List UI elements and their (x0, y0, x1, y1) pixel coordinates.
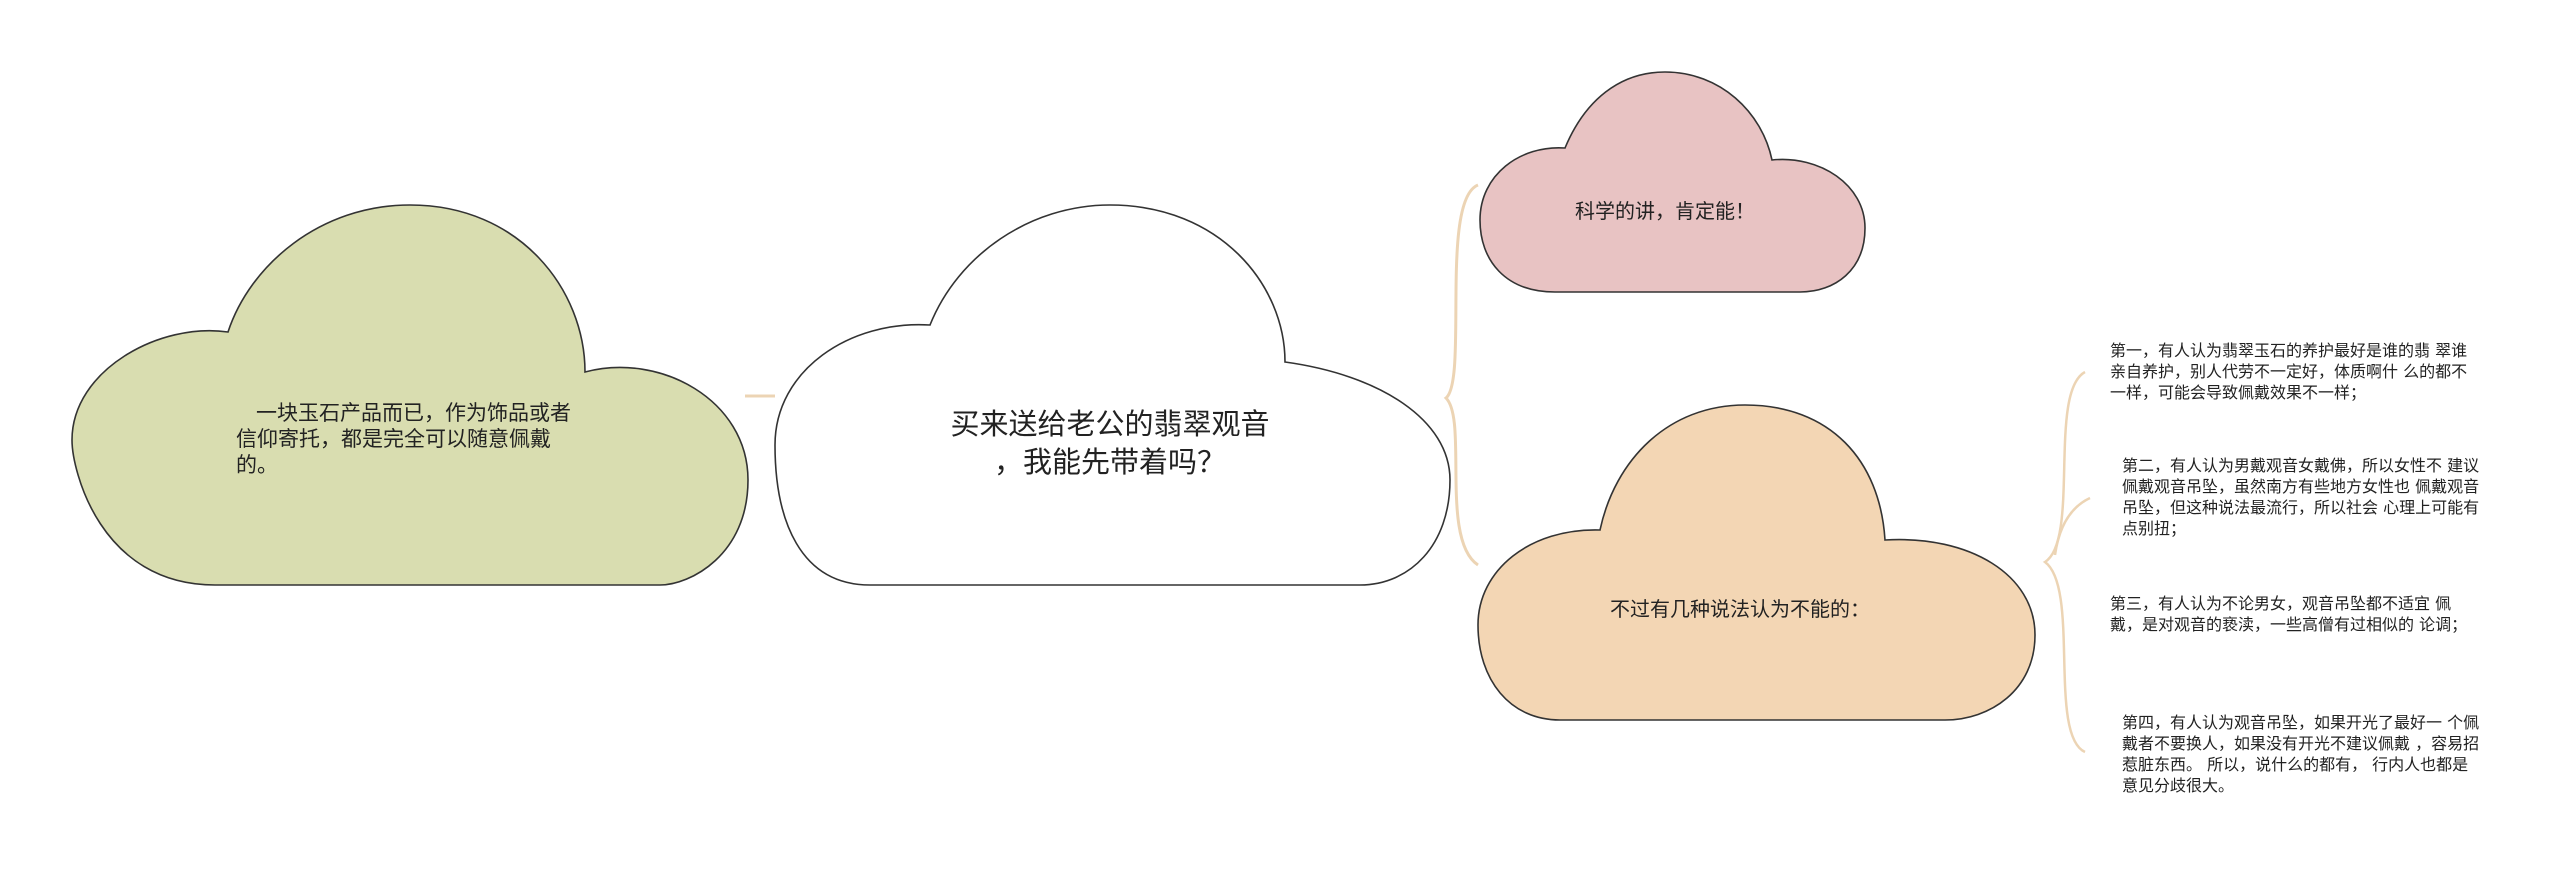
cloud-node-left[interactable] (71, 204, 749, 586)
connectors (745, 183, 2091, 754)
cloud-text-center: 买来送给老公的翡翠观音 ，我能先带着吗？ (950, 407, 1270, 479)
connector-mid-leaves-bracket (2042, 370, 2086, 754)
connector-mid-leaves-branch-2 (2053, 496, 2091, 556)
leaf-item-2[interactable]: 第二，有人认为男戴观音女戴佛，所以女性不 建议佩戴观音吊坠，虽然南方有些地方女性… (2122, 456, 2480, 538)
cloud-text-top-right: 科学的讲，肯定能！ (1575, 199, 1755, 223)
leaf-item-1[interactable]: 第一，有人认为翡翠玉石的养护最好是谁的翡 翠谁亲自养护，别人代劳不一定好，体质啊… (2110, 341, 2468, 402)
leaf-item-4[interactable]: 第四，有人认为观音吊坠，如果开光了最好一 个佩戴者不要换人，如果没有开光不建议佩… (2122, 713, 2480, 795)
cloud-text-left: 一块玉石产品而已，作为饰品或者 信仰寄托，都是完全可以随意佩戴 的。 (236, 401, 572, 477)
leaf-item-3[interactable]: 第三，有人认为不论男女，观音吊坠都不适宜 佩戴，是对观音的亵渎，一些高僧有过相似… (2110, 594, 2468, 634)
cloud-node-mid-right[interactable] (1477, 404, 2036, 721)
cloud-node-top-right[interactable] (1479, 71, 1866, 293)
cloud-text-mid-right: 不过有几种说法认为不能的： (1610, 597, 1870, 621)
cloud-node-center[interactable] (774, 204, 1451, 586)
connector-center-right-bracket (1443, 183, 1479, 567)
